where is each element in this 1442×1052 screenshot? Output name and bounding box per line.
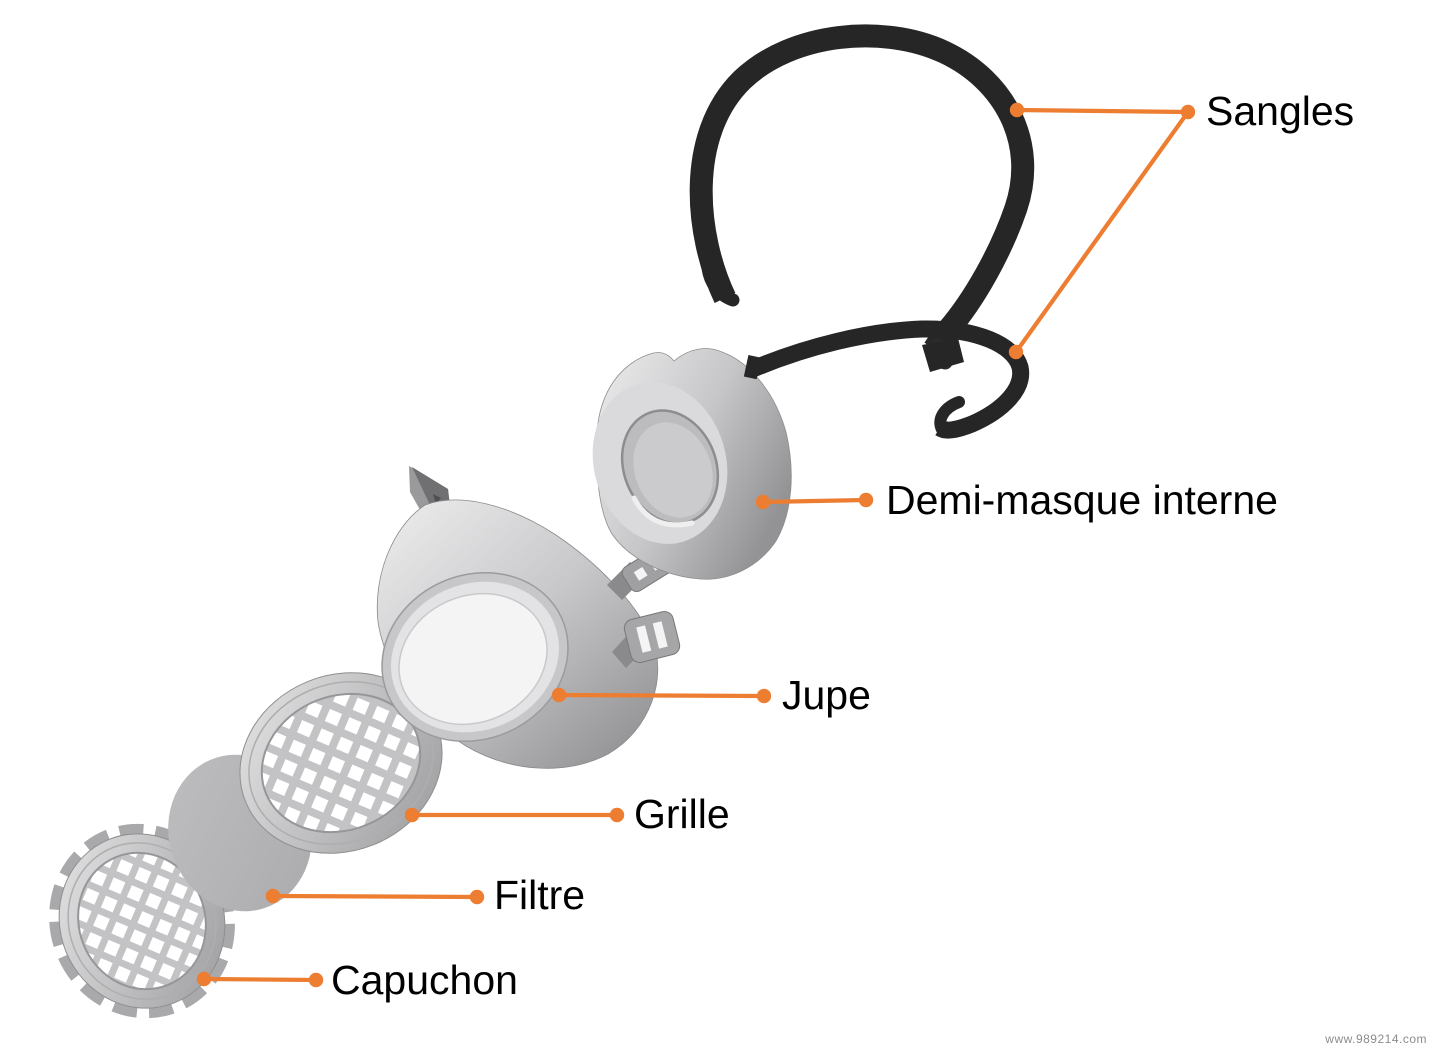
label-grille: Grille [634, 791, 730, 838]
demi-masque-leader-line [755, 492, 874, 510]
skirt-strap-arm-lower [612, 611, 681, 668]
inner-half-mask-part [592, 348, 792, 580]
buckle-slot [652, 621, 668, 649]
filtre-leader-line [265, 888, 485, 905]
jupe-leader-line [551, 687, 772, 704]
label-sangles: Sangles [1206, 88, 1355, 135]
lattice-bar [240, 670, 393, 856]
lattice-bar [308, 670, 442, 856]
capuchon-leader-line [196, 971, 324, 988]
strap-top-left-hook [701, 241, 740, 307]
skirt-part [376, 466, 681, 769]
lattice-bar [252, 670, 442, 856]
strap-bottom [743, 320, 1030, 439]
watermark-text: www.989214.com [1325, 1032, 1427, 1046]
buckle-slot [636, 625, 652, 653]
strap-top-band [689, 24, 1035, 356]
cap-lattice-edge [77, 851, 207, 991]
lattice-bar [57, 833, 193, 1009]
lattice-bar [98, 833, 227, 1009]
skirt-horn-hole [433, 494, 441, 504]
strap-bottom-left-end [743, 354, 762, 380]
strap-top-end-pad [922, 338, 964, 372]
label-filtre: Filtre [494, 872, 586, 919]
skirt-opening-interior [398, 592, 548, 726]
sangles-leader-line [1008, 102, 1196, 360]
inner-mask-hole-depth [633, 422, 713, 518]
label-demi-masque: Demi-masque interne [886, 477, 1278, 524]
strap-bottom-band [749, 320, 1030, 439]
strap-bottom-hook [934, 396, 965, 437]
label-jupe: Jupe [782, 672, 871, 719]
lattice-bar [240, 670, 421, 856]
grid-lattice-edge [260, 692, 422, 834]
lattice-bar [57, 833, 219, 1009]
skirt-buckle [623, 611, 681, 663]
lattice-bar [72, 833, 227, 1009]
leader-lines [196, 102, 1196, 988]
lattice-bar [280, 670, 442, 856]
grille-leader-line [404, 807, 625, 823]
label-capuchon: Capuchon [331, 957, 518, 1004]
buckle-slot [633, 566, 648, 581]
inner-mask-hole-highlight [631, 495, 695, 528]
strap-top [689, 24, 1035, 372]
